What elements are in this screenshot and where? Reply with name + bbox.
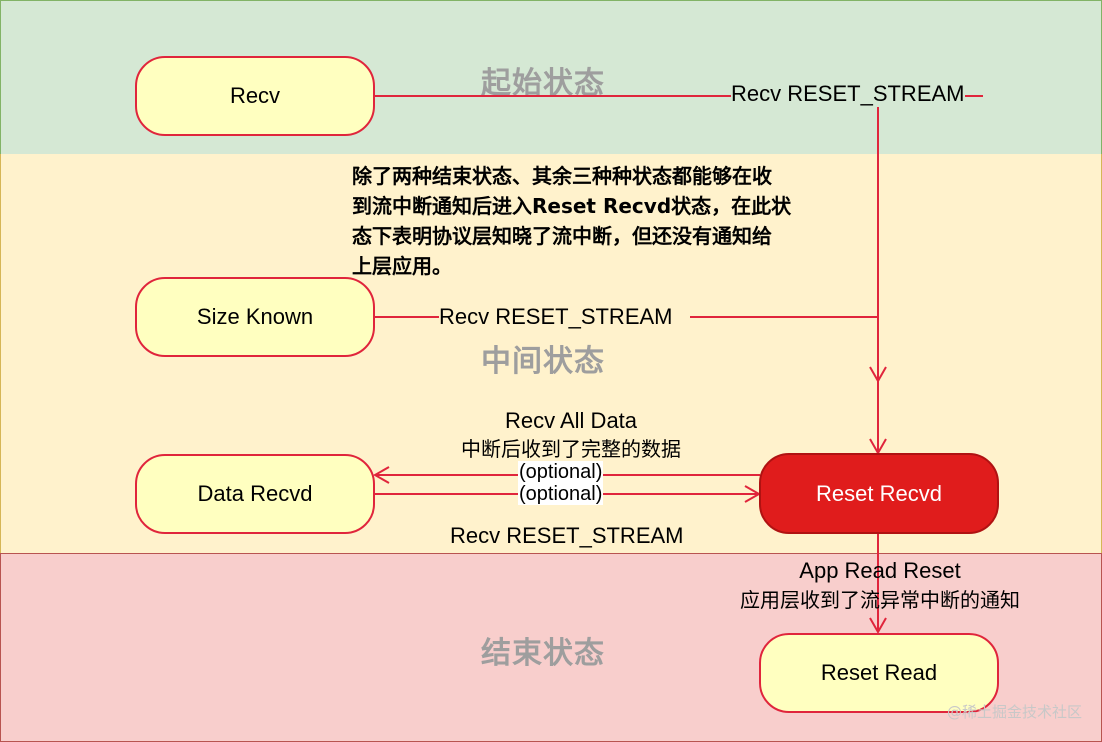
arrowhead-reset-read bbox=[869, 617, 887, 635]
edge-label-app-read-reset-cn: 应用层收到了流异常中断的通知 bbox=[740, 588, 1020, 612]
edge-label-recv-reset: Recv RESET_STREAM bbox=[731, 81, 965, 107]
state-recv: Recv bbox=[135, 56, 375, 136]
state-reset-read: Reset Read bbox=[759, 633, 999, 713]
edge-label-all-data-cn: 中断后收到了完整的数据 bbox=[461, 437, 681, 461]
end-zone-label: 结束状态 bbox=[481, 636, 605, 671]
watermark: @稀土掘金技术社区 bbox=[946, 703, 1082, 721]
state-recv-label: Recv bbox=[229, 83, 281, 108]
state-data-recvd-label: Data Recvd bbox=[197, 481, 313, 506]
state-data-recvd: Data Recvd bbox=[135, 454, 375, 534]
edge-label-optional-top: (optional) bbox=[518, 461, 604, 483]
note-line: 上层应用。 bbox=[352, 254, 452, 278]
note-line: 除了两种结束状态、其余三种种状态都能够在收 bbox=[352, 164, 772, 188]
arrowhead-data-recvd bbox=[372, 466, 390, 484]
state-reset-recvd: Reset Recvd bbox=[759, 453, 999, 534]
edge-label-app-read-reset: App Read Reset bbox=[799, 558, 961, 583]
state-size-known-label: Size Known bbox=[196, 304, 314, 329]
annotation-note: 除了两种结束状态、其余三种种状态都能够在收 到流中断通知后进入Reset Rec… bbox=[352, 161, 862, 281]
arrowhead-vertical-mid bbox=[869, 366, 887, 384]
middle-zone-label: 中间状态 bbox=[481, 344, 605, 379]
edge-label-optional-bottom: (optional) bbox=[518, 483, 604, 505]
edge-label-all-data: Recv All Data bbox=[504, 408, 638, 433]
note-line: 到流中断通知后进入Reset Recvd状态，在此状 bbox=[352, 194, 792, 218]
note-line: 态下表明协议层知晓了流中断，但还没有通知给 bbox=[352, 224, 772, 248]
state-size-known: Size Known bbox=[135, 277, 375, 357]
edge-label-size-known-reset: Recv RESET_STREAM bbox=[439, 304, 673, 330]
state-reset-recvd-label: Reset Recvd bbox=[816, 480, 942, 506]
state-reset-read-label: Reset Read bbox=[820, 660, 938, 685]
edge-label-data-recvd-reset: Recv RESET_STREAM bbox=[450, 523, 684, 548]
